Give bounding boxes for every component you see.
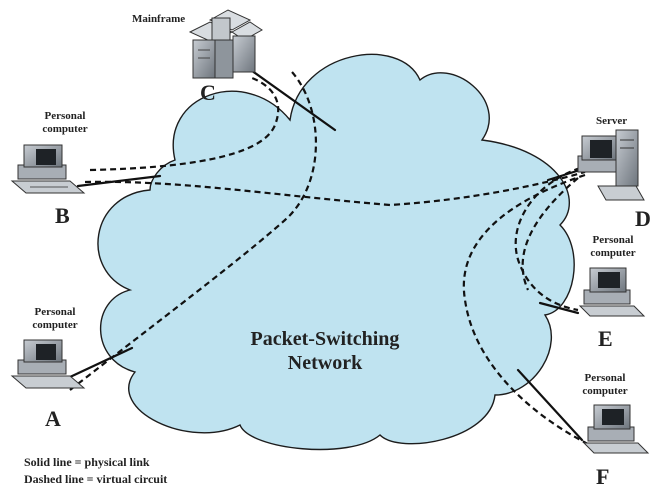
physical-link-c bbox=[246, 66, 337, 132]
legend-dashed: Dashed line = virtual circuit bbox=[24, 472, 168, 486]
server-label: Server bbox=[596, 115, 628, 127]
node-letter-b: B bbox=[55, 203, 70, 228]
node-f-label-line2: computer bbox=[582, 385, 628, 397]
physical-link-e bbox=[538, 301, 580, 315]
legend: Solid line = physical link Dashed line =… bbox=[24, 454, 167, 488]
virtual-circuits bbox=[69, 71, 591, 446]
personal-computer-f-icon bbox=[582, 404, 650, 454]
node-a-label: Personal computer bbox=[20, 306, 90, 332]
node-e-label-line1: Personal bbox=[592, 234, 634, 246]
node-f-label: Personal computer bbox=[570, 372, 640, 398]
network-label: Packet-Switching Network bbox=[215, 327, 435, 375]
personal-computer-e-icon bbox=[578, 267, 646, 317]
node-e-label-line2: computer bbox=[590, 247, 636, 259]
mainframe-label: Mainframe bbox=[132, 13, 186, 25]
virtual-circuit-b-c bbox=[89, 76, 280, 172]
virtual-circuit-a-c bbox=[69, 71, 317, 391]
personal-computer-b-icon bbox=[10, 144, 86, 194]
node-a-label-line1: Personal bbox=[34, 306, 76, 318]
virtual-circuit-d-f bbox=[462, 173, 591, 446]
physical-link-d bbox=[546, 168, 582, 182]
personal-computer-a-icon bbox=[10, 339, 86, 389]
node-b-label: Personal computer bbox=[30, 110, 100, 136]
node-letter-a: A bbox=[45, 406, 61, 431]
node-letter-e: E bbox=[598, 326, 613, 351]
node-a-label-line2: computer bbox=[32, 319, 78, 331]
legend-solid: Solid line = physical link bbox=[24, 455, 150, 469]
virtual-circuit-b-d bbox=[84, 170, 586, 207]
physical-link-f bbox=[516, 368, 584, 442]
network-label-line1: Packet-Switching bbox=[250, 328, 400, 350]
node-letter-c: C bbox=[200, 80, 216, 105]
node-letter-d: D bbox=[635, 206, 651, 231]
virtual-circuit-d-e-2 bbox=[521, 177, 579, 291]
network-label-line2: Network bbox=[287, 352, 363, 374]
physical-link-a bbox=[68, 346, 134, 379]
packet-switching-cloud bbox=[97, 53, 575, 451]
server-icon bbox=[577, 129, 645, 201]
mainframe-icon bbox=[188, 9, 263, 79]
physical-links bbox=[68, 66, 584, 442]
node-f-label-line1: Personal bbox=[584, 372, 626, 384]
node-b-label-line2: computer bbox=[42, 123, 88, 135]
node-letter-f: F bbox=[596, 464, 610, 489]
node-e-label: Personal computer bbox=[578, 234, 648, 260]
node-b-label-line1: Personal bbox=[44, 110, 86, 122]
virtual-circuit-d-e-1 bbox=[514, 166, 581, 312]
